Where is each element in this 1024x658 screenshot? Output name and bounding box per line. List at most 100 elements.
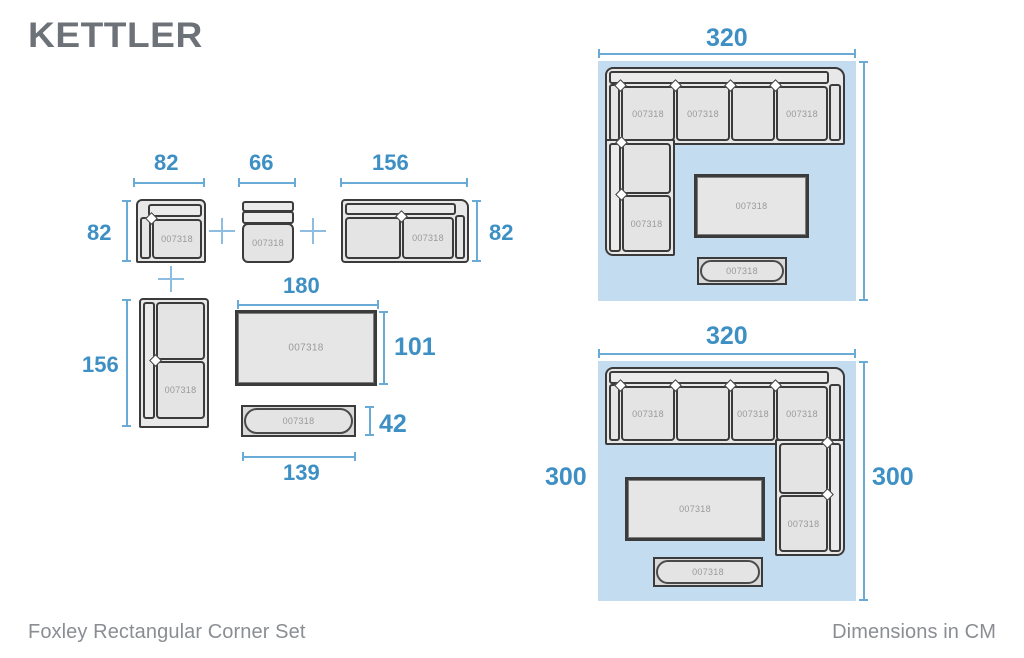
dim-label-table-depth: 101	[394, 333, 436, 361]
dim-line-middle-width	[238, 178, 296, 187]
dim-label-stool-depth: 42	[379, 410, 407, 438]
layout2-footstool: 007318	[653, 557, 763, 587]
layout2-dim-label-height-right: 300	[872, 463, 914, 491]
footstool-cushion: 007318	[244, 408, 353, 434]
layout1-dim-label-width: 320	[706, 24, 748, 52]
layout2-top-cushion-4-code: 007318	[786, 408, 818, 419]
layout1-top-sofa-row: 007318 007318 007318	[605, 67, 845, 145]
plus-sign-2	[300, 218, 326, 244]
dim-line-stool-depth	[365, 406, 374, 436]
layout1-top-cushion-3	[731, 86, 775, 141]
layout2-dim-label-height-left: 300	[545, 463, 587, 491]
footstool-code: 007318	[282, 416, 315, 426]
vertical-unit-cushion-top	[156, 302, 205, 360]
layout1-table-top: 007318	[697, 177, 806, 235]
layout1-top-row-right-arm	[829, 84, 841, 141]
layout1-top-cushion-4-code: 007318	[786, 108, 818, 119]
dim-line-stool-width	[242, 452, 356, 461]
coffee-table-code: 007318	[288, 342, 324, 354]
layout2-top-cushion-2	[676, 386, 730, 441]
component-corner-unit: 007318	[136, 199, 206, 263]
dim-line-twoseater-width	[340, 178, 468, 187]
dim-label-twoseater-height: 82	[489, 220, 514, 245]
component-footstool: 007318	[241, 405, 356, 437]
dim-line-corner-width	[133, 178, 205, 187]
plus-sign-1	[209, 218, 235, 244]
component-middle-unit: 007318	[240, 199, 296, 263]
layout2-top-sofa-row: 007318 007318 007318	[605, 367, 845, 445]
layout1-dim-line-height	[859, 61, 868, 301]
layout1-dim-line-width	[598, 49, 856, 58]
two-seater-code: 007318	[412, 233, 444, 243]
layout1-side-cushion-1	[622, 143, 671, 194]
dim-label-vertical-height: 156	[82, 352, 119, 377]
dim-label-stool-width: 139	[283, 460, 320, 485]
layout-left-hand-room: 007318 007318 007318 007318	[598, 61, 856, 301]
coffee-table-top: 007318	[238, 313, 374, 383]
kettler-logo: KETTLER	[28, 16, 203, 55]
layout2-top-cushion-3-code: 007318	[737, 408, 769, 419]
layout2-top-cushion-3: 007318	[731, 386, 775, 441]
layout2-side-sofa-column: 007318	[775, 436, 845, 556]
dim-line-corner-height	[122, 200, 131, 262]
layout1-footstool-cushion: 007318	[700, 260, 784, 282]
layout1-footstool: 007318	[697, 257, 787, 285]
layout1-side-cushion-2: 007318	[622, 195, 671, 252]
layout2-top-cushion-1: 007318	[621, 386, 675, 441]
layout1-top-cushion-1-code: 007318	[632, 108, 664, 119]
layout1-footstool-code: 007318	[726, 266, 758, 276]
dim-line-table-width	[237, 300, 379, 309]
layout1-top-cushion-2-code: 007318	[687, 108, 719, 119]
corner-unit-backrest	[148, 204, 202, 217]
layout1-top-cushion-1: 007318	[621, 86, 675, 141]
layout1-top-row-backrest	[609, 71, 829, 84]
two-seater-armrest	[455, 215, 465, 259]
layout1-top-row-left-arm	[609, 84, 620, 141]
layout2-dim-line-height	[859, 361, 868, 601]
layout1-table-code: 007318	[735, 201, 768, 211]
layout2-dim-line-width	[598, 349, 856, 358]
dim-label-corner-height: 82	[87, 220, 112, 245]
two-seater-cushion-right: 007318	[402, 217, 454, 259]
layout1-top-cushion-4: 007318	[776, 86, 828, 141]
dim-line-table-depth	[379, 311, 388, 385]
corner-unit-cushion: 007318	[152, 219, 202, 259]
layout2-coffee-table: 007318	[625, 477, 765, 541]
layout2-table-top: 007318	[628, 480, 762, 538]
dim-label-middle-width: 66	[249, 150, 274, 175]
middle-unit-code: 007318	[252, 238, 284, 248]
layout1-side-cushion-2-code: 007318	[630, 218, 663, 229]
layout2-footstool-code: 007318	[692, 567, 724, 577]
component-two-seater: 007318	[341, 199, 469, 263]
layout2-side-cushion-1	[779, 443, 828, 494]
dim-label-table-width: 180	[283, 273, 320, 298]
layout2-side-cushion-2-code: 007318	[787, 518, 820, 529]
layout2-dim-label-width: 320	[706, 322, 748, 350]
layout2-side-cushion-2: 007318	[779, 495, 828, 552]
vertical-unit-code: 007318	[164, 385, 197, 395]
layout1-top-cushion-2: 007318	[676, 86, 730, 141]
product-name-label: Foxley Rectangular Corner Set	[28, 621, 306, 643]
vertical-unit-cushion-bottom: 007318	[156, 361, 205, 419]
dim-label-corner-width: 82	[154, 150, 179, 175]
layout2-top-row-right-arm	[829, 384, 841, 441]
dim-line-vertical-height	[122, 299, 131, 427]
layout2-top-cushion-1-code: 007318	[632, 408, 664, 419]
component-two-seater-vertical: 007318	[139, 298, 209, 428]
units-note-label: Dimensions in CM	[832, 621, 996, 643]
layout-right-hand-room: 007318 007318 007318 007318	[598, 361, 856, 601]
dim-label-twoseater-width: 156	[372, 150, 409, 175]
two-seater-cushion-left	[345, 217, 401, 259]
layout2-table-code: 007318	[679, 504, 711, 514]
dim-line-twoseater-height	[472, 200, 481, 262]
plus-sign-3	[158, 266, 184, 292]
layout2-top-cushion-4: 007318	[776, 386, 828, 441]
corner-unit-code: 007318	[161, 234, 193, 244]
layout1-side-sofa-column: 007318	[605, 136, 675, 256]
component-coffee-table: 007318	[235, 310, 377, 386]
layout2-top-row-backrest	[609, 371, 829, 384]
layout2-footstool-cushion: 007318	[656, 560, 760, 584]
layout1-coffee-table: 007318	[694, 174, 809, 238]
middle-unit-cushion: 007318	[242, 223, 294, 263]
